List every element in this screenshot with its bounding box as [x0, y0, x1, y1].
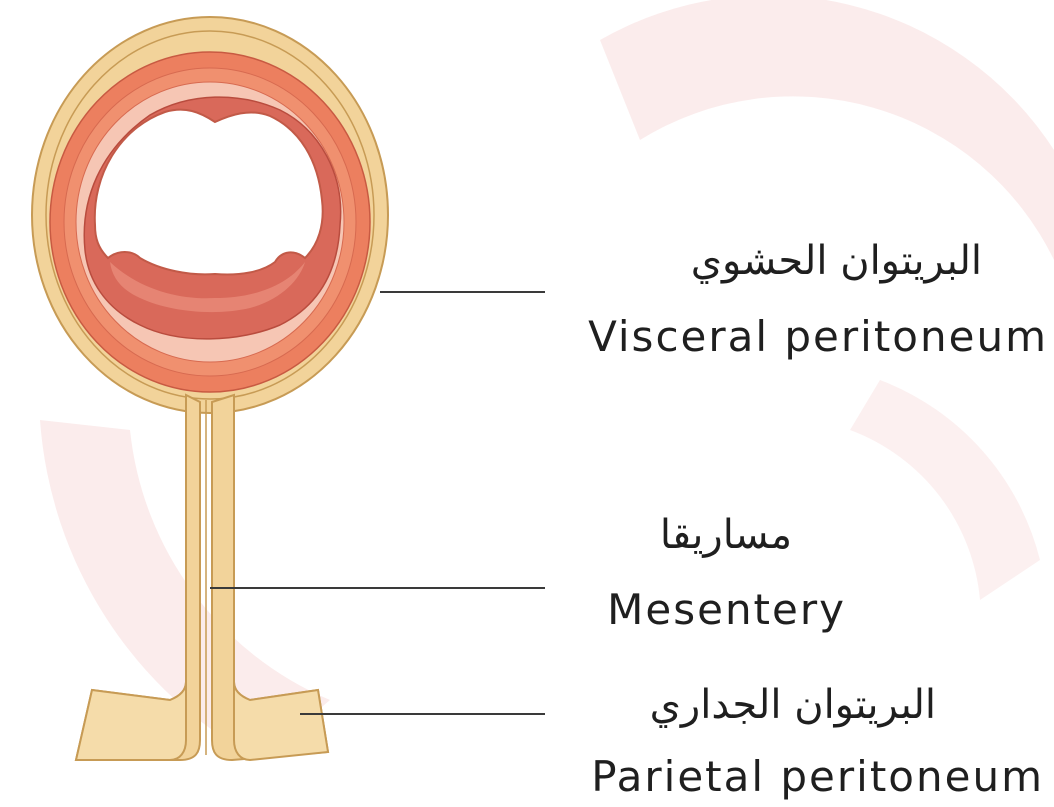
visceral-peritoneum-arabic-label: البريتوان الحشوي: [691, 238, 982, 284]
lumen: [95, 110, 323, 275]
mesentery-arabic-label: مساريقا: [660, 512, 792, 558]
parietal-peritoneum-arabic-label: البريتوان الجداري: [650, 682, 936, 728]
parietal-peritoneum-english-label: Parietal peritoneum: [591, 752, 1044, 801]
mesentery-english-label: Mesentery: [607, 585, 846, 634]
visceral-peritoneum-english-label: Visceral peritoneum: [588, 312, 1048, 361]
parietal-wings: [76, 682, 328, 760]
